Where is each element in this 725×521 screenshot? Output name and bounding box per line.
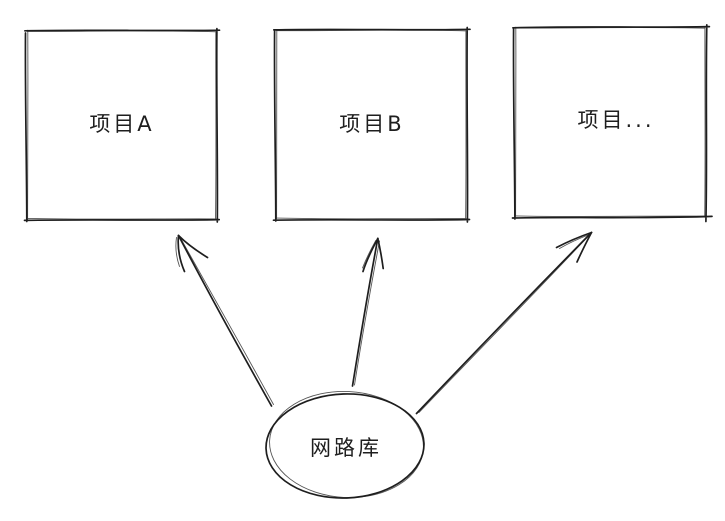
arrow-network-library-to-project-b — [351, 237, 385, 387]
rectangle-project-a — [23, 27, 221, 223]
arrow-network-library-to-project-etc — [415, 231, 593, 415]
node-label-project-a: 项目A — [89, 112, 155, 136]
rectangle-project-etc — [511, 24, 713, 223]
node-label-project-b: 项目B — [339, 112, 405, 136]
ellipse-network-library — [265, 390, 425, 499]
node-label-project-etc: 项目... — [577, 108, 655, 132]
arrow-network-library-to-project-a — [175, 234, 274, 407]
rectangle-project-b — [272, 26, 471, 223]
node-label-network-library: 网路库 — [310, 436, 382, 460]
